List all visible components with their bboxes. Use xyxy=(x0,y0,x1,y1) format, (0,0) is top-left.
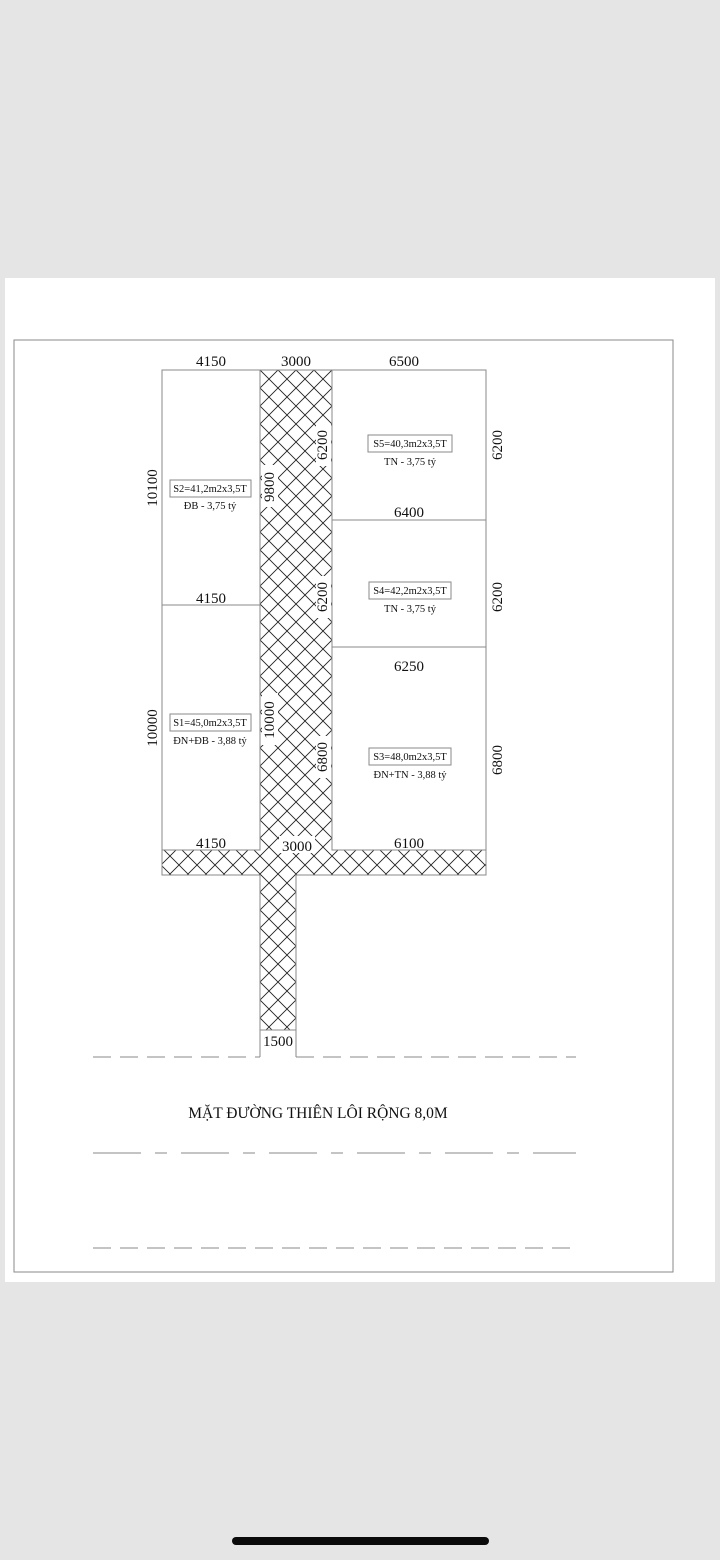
dim-alley-right-2: 6200 xyxy=(315,582,331,612)
dim-s5-depth: 6200 xyxy=(490,430,506,460)
dim-alley-right-3: 6800 xyxy=(315,742,331,772)
lot-s3 xyxy=(331,646,487,851)
lot-s1 xyxy=(161,604,261,851)
drawing-sheet xyxy=(5,278,715,1282)
dim-s4-width: 6250 xyxy=(394,659,424,675)
dim-entrance: 1500 xyxy=(263,1034,293,1050)
lot-s4-info: TN - 3,75 tỷ xyxy=(384,604,437,615)
dim-s3-width: 6100 xyxy=(394,836,424,852)
dim-alley-right-1: 6200 xyxy=(315,430,331,460)
lot-s3-info: ĐN+TN - 3,88 tỷ xyxy=(374,770,448,781)
lot-s1-area: S1=45,0m2x3,5T xyxy=(173,718,247,729)
dim-top-alley: 3000 xyxy=(281,354,311,370)
lot-s5-area: S5=40,3m2x3,5T xyxy=(373,439,447,450)
dim-top-right: 6500 xyxy=(389,354,419,370)
lot-s2-info: ĐB - 3,75 tỷ xyxy=(184,501,237,512)
lot-s5-info: TN - 3,75 tỷ xyxy=(384,457,437,468)
dim-s2-depth: 10100 xyxy=(145,469,161,507)
dim-s1-depth: 10000 xyxy=(145,709,161,747)
home-indicator[interactable] xyxy=(232,1537,489,1545)
dim-alley-bottom: 3000 xyxy=(282,839,312,855)
dim-alley-left-lower: 10000 xyxy=(262,701,278,739)
dim-s4-depth: 6200 xyxy=(490,582,506,612)
dim-s1-width: 4150 xyxy=(196,836,226,852)
lot-s4-area: S4=42,2m2x3,5T xyxy=(373,586,447,597)
dim-s3-depth: 6800 xyxy=(490,745,506,775)
dim-s2-width: 4150 xyxy=(196,591,226,607)
lot-s3-area: S3=48,0m2x3,5T xyxy=(373,752,447,763)
lot-s1-info: ĐN+ĐB - 3,88 tỷ xyxy=(173,736,247,747)
dim-s5-width: 6400 xyxy=(394,505,424,521)
drawing-frame xyxy=(13,339,674,1273)
dim-alley-left-upper: 9800 xyxy=(262,472,278,502)
road-label: MẶT ĐƯỜNG THIÊN LÔI RỘNG 8,0M xyxy=(188,1105,448,1122)
lot-s2-area: S2=41,2m2x3,5T xyxy=(173,484,247,495)
dim-top-left: 4150 xyxy=(196,354,226,370)
alley-hatch xyxy=(161,369,487,1031)
